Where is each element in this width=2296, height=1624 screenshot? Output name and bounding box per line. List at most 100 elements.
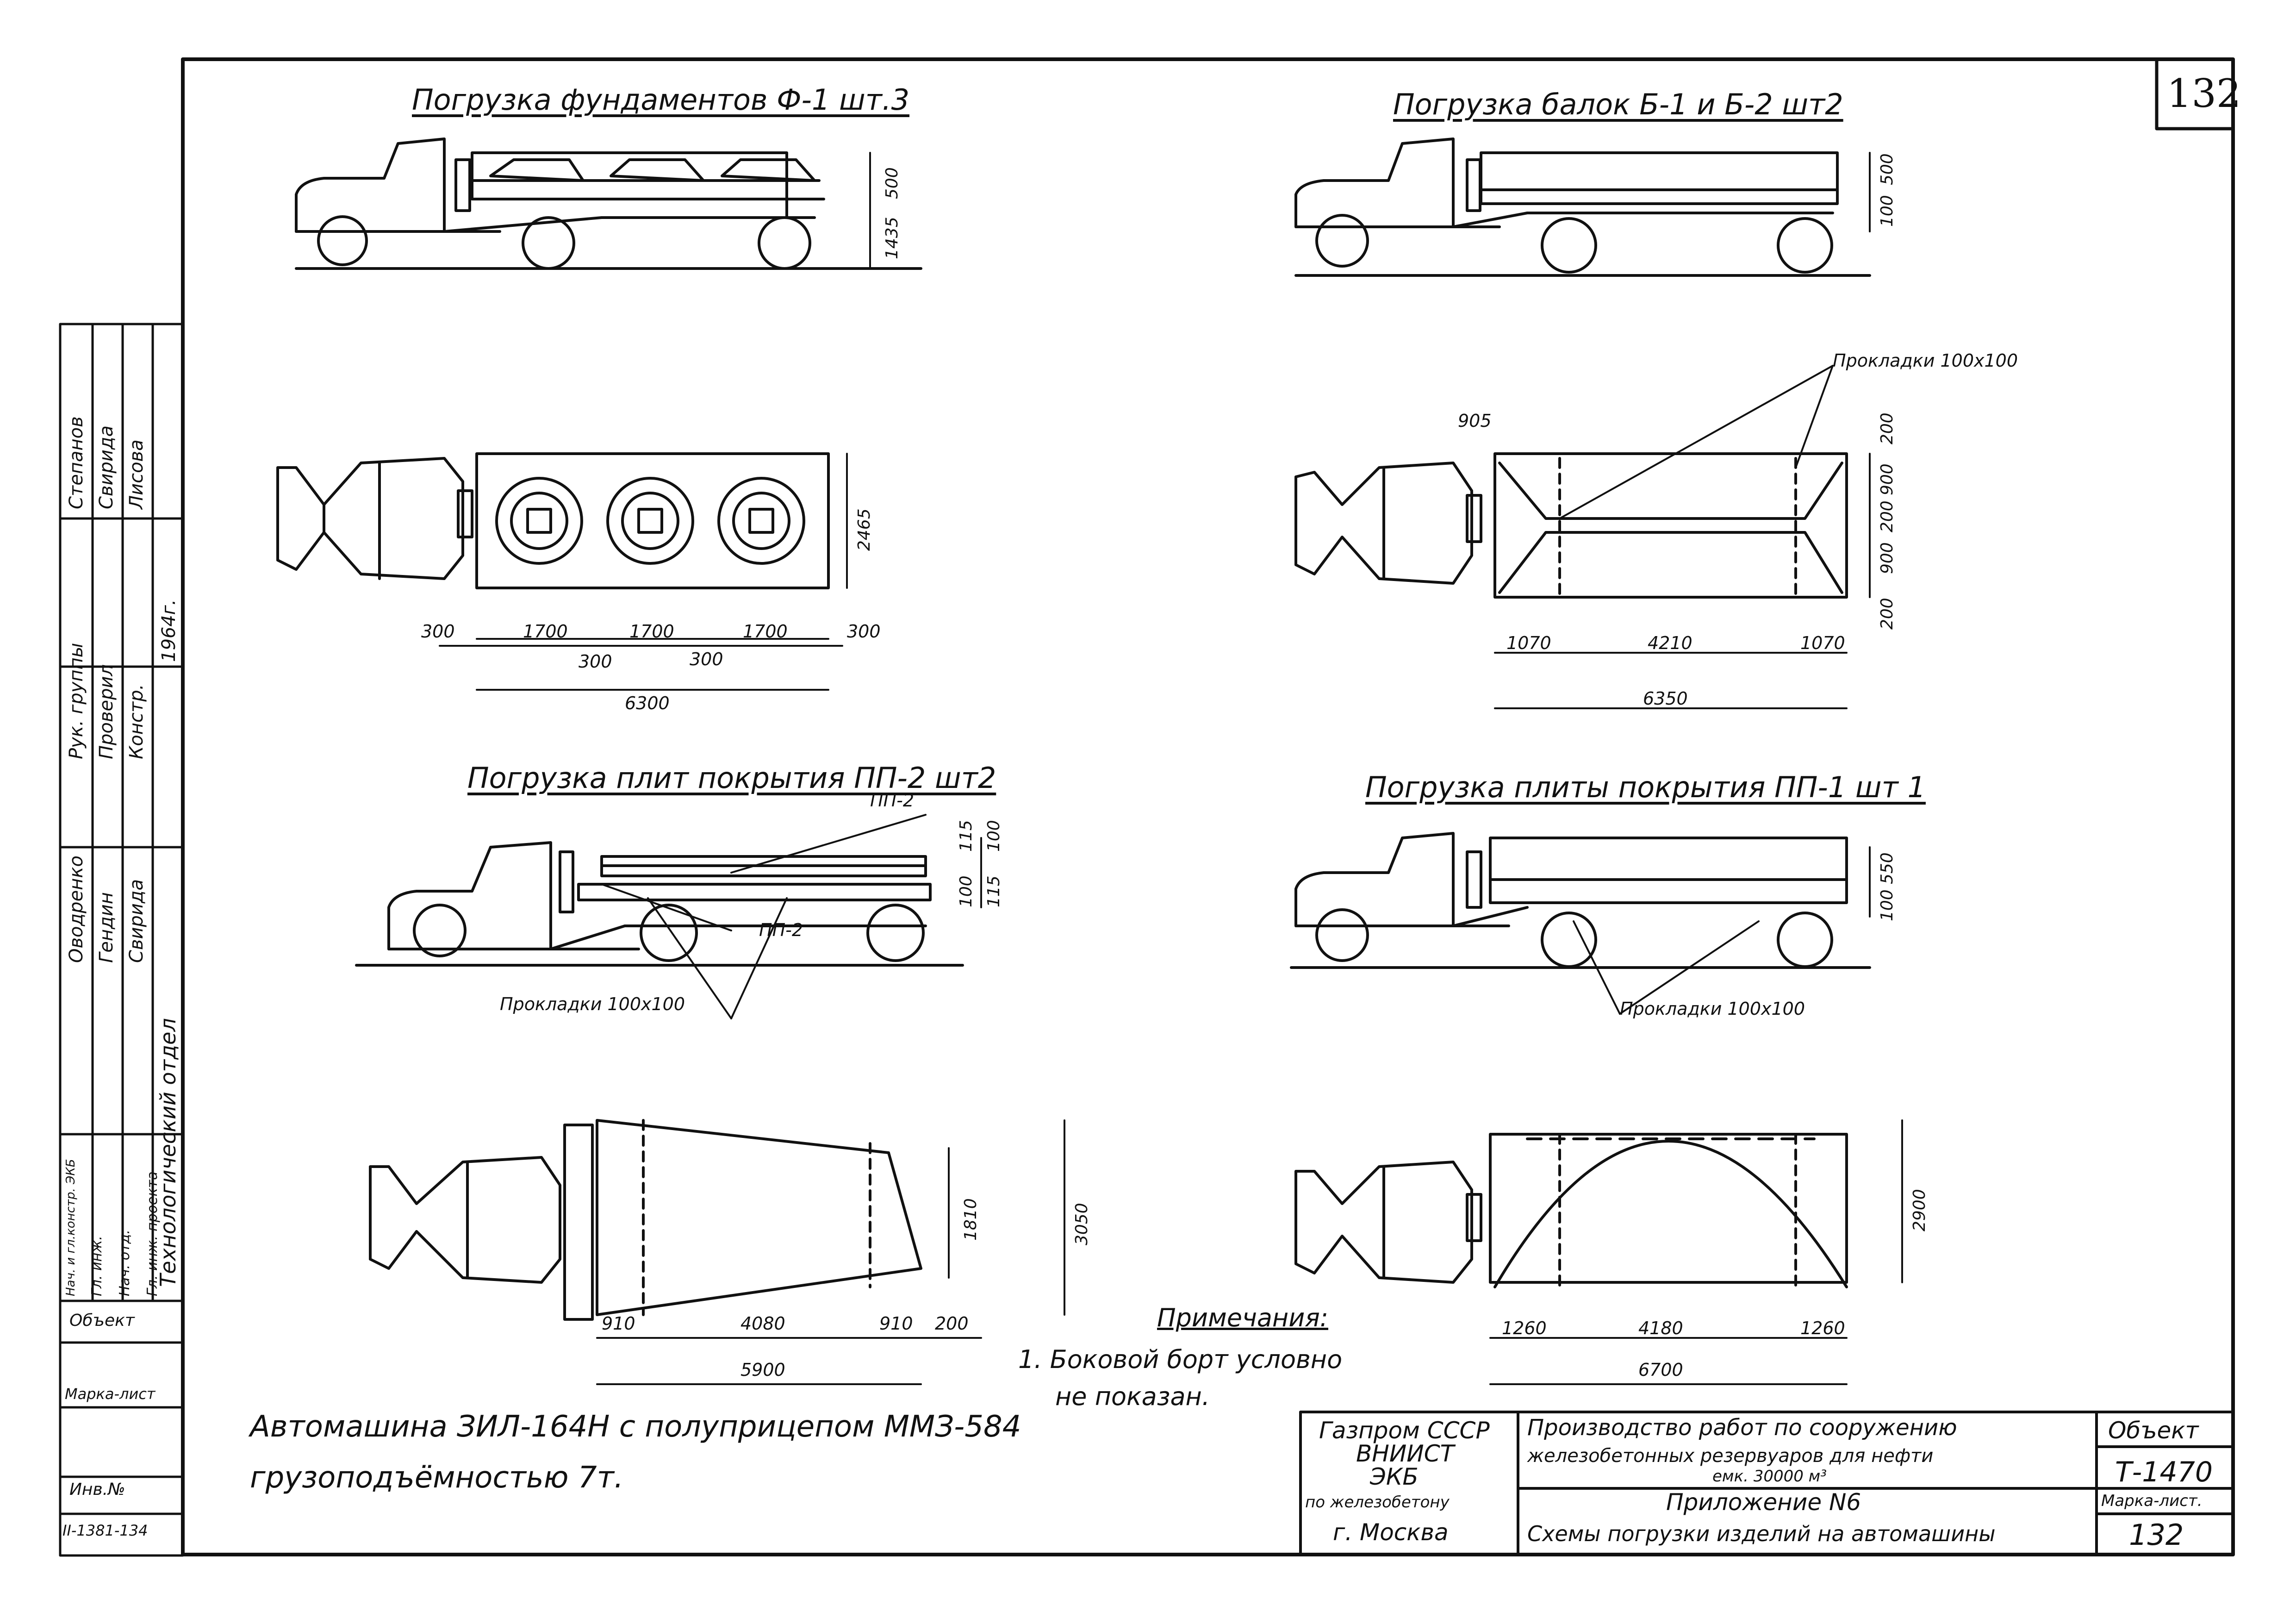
dim-s1-total: 6700 [1638,1360,1683,1380]
dim-f-seg1: 1700 [523,621,568,642]
truck-plan-slabs [369,1119,922,1321]
dim-s2-mid: 4080 [740,1313,785,1334]
notes-line1: 1. Боковой борт условно [1018,1345,1343,1374]
side-name2-3: Лисова [126,439,147,509]
side-role-3: Нач. отд. [117,1230,133,1296]
truck-side-beams [1294,137,1871,277]
truck-plan-beams [1294,452,1848,599]
dim-s1-h2: 550 [1878,852,1897,884]
dim-b-top: 905 [1458,411,1492,431]
dim-b-mid: 4210 [1648,633,1692,653]
side-name-2: Гендин [96,892,117,963]
stamp-project1: Производство работ по сооружению [1527,1415,1957,1441]
dim-b-total: 6350 [1643,688,1688,709]
stamp-project3: емк. 30000 м³ [1712,1467,1827,1486]
page-number-box [2155,57,2235,131]
stamp-org3: ЭКБ [1370,1463,1419,1490]
side-panel-grid [59,323,184,1557]
slab1-pads-label: Прокладки 100х100 [1620,999,1805,1019]
dim-b-r4: 900 [1878,542,1897,574]
caption-line1: Автомашина ЗИЛ-164Н с полуприцепом ММЗ-5… [250,1410,1021,1444]
stamp-project2: железобетонных резервуаров для нефти [1527,1445,1934,1467]
stamp-org4: по железобетону [1305,1493,1450,1512]
dim-s1-h1: 100 [1878,889,1897,921]
dim-s1-right: 1260 [1800,1318,1845,1338]
truck-side-slab1 [1290,832,1871,969]
side-role2-2: Проверил [96,664,117,759]
side-inv-label: Инв.№ [69,1480,125,1499]
beams-pads-label: Прокладки 100х100 [1833,350,2018,371]
truck-plan-foundations [276,452,830,589]
title-foundations: Погрузка фундаментов Ф-1 шт.3 [412,83,910,117]
side-inv-value: II-1381-134 [62,1522,148,1539]
side-role2-3: Констр. [126,684,147,759]
dim-s1-left: 1260 [1502,1318,1547,1338]
slabs2-label-mid: ПП-2 [759,920,803,940]
dim-f-h2: 500 [883,167,902,199]
dim-f-total: 6300 [625,693,670,713]
dim-f-gap2: 300 [690,649,723,669]
title-slab1: Погрузка плиты покрытия ПП-1 шт 1 [1365,770,1926,804]
notes-heading: Примечания: [1157,1303,1329,1332]
slabs2-pads-label: Прокладки 100х100 [500,994,685,1014]
dim-s1-w: 2900 [1910,1189,1929,1231]
dim-f-seg2: 1700 [629,621,674,642]
dim-b-r3: 200 [1878,500,1897,532]
dim-s2-c: 115 [984,875,1003,907]
dim-f-seg3: 1700 [743,621,788,642]
dim-s2-total: 5900 [740,1360,785,1380]
side-object-label: Объект [69,1311,135,1330]
dim-b-h2: 500 [1878,153,1897,185]
side-name2-2: Свирида [96,425,117,509]
side-role-1: Нач. и гл.констр. ЭКБ [64,1159,78,1296]
dim-s2-tail: 200 [935,1313,969,1334]
side-name2-1: Степанов [66,416,87,509]
dim-b-h1: 100 [1878,195,1897,227]
caption-line2: грузоподъёмностью 7т. [250,1461,624,1495]
dim-b-r2: 900 [1878,463,1897,495]
dim-b-r5: 200 [1878,598,1897,630]
side-role-2: Гл. инж. [89,1236,105,1296]
dim-s2-d: 100 [957,875,976,907]
title-block-grid [1299,1411,2234,1556]
title-beams: Погрузка балок Б-1 и Б-2 шт2 [1393,87,1843,121]
side-role-4: Гл. инж. проекта [144,1171,161,1296]
stamp-org1: Газпром СССР [1319,1417,1490,1444]
dim-s2-b: 100 [984,820,1003,852]
truck-plan-slab1 [1294,1133,1848,1288]
stamp-sheet-title: Схемы погрузки изделий на автомашины [1527,1521,1996,1546]
stamp-object-label: Объект [2108,1417,2199,1444]
side-role2-1: Рук. группы [66,643,87,759]
notes-line2: не показан. [1055,1382,1210,1411]
page-number: 132 [2167,71,2241,116]
dim-b-left: 1070 [1506,633,1551,653]
dim-f-gap1: 300 [579,651,612,672]
side-year: 1964г. [158,599,180,662]
title-slabs2: Погрузка плит покрытия ПП-2 шт2 [467,761,996,795]
dim-s2-right: 910 [879,1313,913,1334]
dim-f-h1: 1435 [883,217,902,259]
dim-f-ends: 300 [421,621,455,642]
dim-b-right: 1070 [1800,633,1845,653]
side-name-1: Оводренко [66,856,87,963]
dim-f-end2: 300 [847,621,881,642]
dim-b-r1: 200 [1878,412,1897,444]
side-mark-label: Марка-лист [65,1385,156,1403]
stamp-org5: г. Москва [1333,1519,1449,1546]
dim-s2-left: 910 [602,1313,635,1334]
stamp-org2: ВНИИСТ [1356,1440,1455,1467]
dim-f-width: 2465 [855,508,874,551]
dim-s1-mid: 4180 [1638,1318,1683,1338]
side-name-3: Свирида [126,879,147,963]
truck-side-slabs [355,841,964,967]
dim-s2-e: 1810 [961,1198,980,1241]
dimension-lines [439,152,1903,1385]
stamp-object-value: Т-1470 [2115,1456,2213,1488]
dim-s2-a: 115 [957,820,976,852]
dim-s2-f: 3050 [1072,1203,1091,1245]
truck-side-foundations [295,137,922,270]
stamp-mark-value: 132 [2129,1518,2184,1552]
slabs2-label-top: ПП-2 [870,790,915,811]
stamp-mark-label: Марка-лист. [2101,1492,2203,1510]
